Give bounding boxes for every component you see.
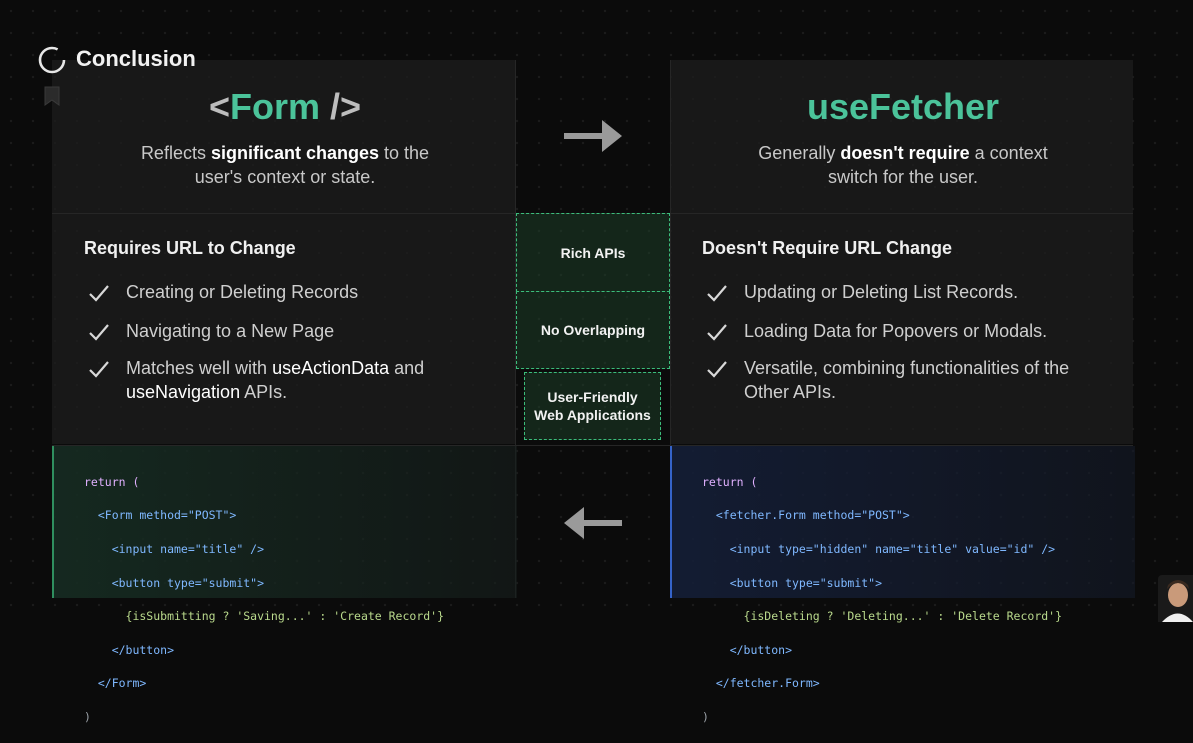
code-line: </fetcher.Form> <box>702 675 1062 692</box>
fetcher-code-block: return ( <fetcher.Form method="POST"> <i… <box>702 457 1062 743</box>
code-text: <button type="submit"> <box>84 575 265 590</box>
benefit-box-user-friendly: User-Friendly Web Applications <box>524 372 661 440</box>
list-item: Versatile, combining functionalities of … <box>706 356 1106 404</box>
fetcher-code-panel <box>670 446 1135 598</box>
divider <box>52 445 1133 446</box>
check-icon <box>88 322 110 342</box>
form-title: <Form /> <box>130 86 440 128</box>
subtitle-bold: doesn't require <box>840 143 970 163</box>
subtitle-text: a context switch for the user. <box>827 143 1048 187</box>
presenter-avatar <box>1158 575 1193 622</box>
check-icon <box>706 359 728 379</box>
code-line: {isSubmitting ? 'Saving...' : 'Create Re… <box>84 608 445 625</box>
subtitle-bold: significant changes <box>210 143 380 163</box>
code-text: ) <box>84 709 91 724</box>
api-name: useActionData <box>272 358 390 378</box>
title-bracket: < <box>208 86 230 127</box>
code-line: ) <box>702 709 1062 726</box>
right-top-panel <box>670 60 1133 213</box>
loading-circle-icon <box>38 46 66 74</box>
subtitle-text: to the user's context or state. <box>194 143 430 187</box>
code-line: ) <box>84 709 444 726</box>
code-line: </button> <box>84 642 444 659</box>
list-item: Loading Data for Popovers or Modals. <box>706 319 1106 343</box>
text-segment: APIs. <box>240 382 288 402</box>
left-section-title: Requires URL to Change <box>84 238 296 258</box>
bookmark-icon[interactable] <box>44 86 60 106</box>
subtitle-text: Reflects <box>140 143 211 163</box>
text-segment: and <box>389 358 425 378</box>
benefit-box-rich-apis: Rich APIs <box>516 213 670 292</box>
divider <box>515 60 516 598</box>
list-item-text: Updating or Deleting List Records. <box>744 282 1019 302</box>
code-text: <fetcher.Form method="POST"> <box>702 508 910 523</box>
right-section-title: Doesn't Require URL Change <box>702 238 952 258</box>
code-text: {isSubmitting ? 'Saving...' : 'Create Re… <box>84 609 445 624</box>
subtitle-text: Generally <box>758 143 841 163</box>
code-line: <fetcher.Form method="POST"> <box>702 507 1062 524</box>
list-item-text: Matches well with useActionData and useN… <box>126 356 466 404</box>
list-item: Matches well with useActionData and useN… <box>88 356 488 404</box>
list-item: Creating or Deleting Records <box>88 280 488 304</box>
right-feature-list: Updating or Deleting List Records. Loadi… <box>706 280 1106 419</box>
usefetcher-subtitle: Generally doesn't require a context swit… <box>738 141 1068 189</box>
left-middle-panel <box>52 214 515 444</box>
code-line: {isDeleting ? 'Deleting...' : 'Delete Re… <box>702 608 1063 625</box>
code-text: </Form> <box>84 676 147 691</box>
code-text: <Form method="POST"> <box>84 508 237 523</box>
code-text: </button> <box>702 642 793 657</box>
code-line: </Form> <box>84 675 444 692</box>
list-item-text: Creating or Deleting Records <box>126 282 359 302</box>
code-text: <input name="title" /> <box>84 541 265 556</box>
check-icon <box>88 359 110 379</box>
slide-title: Conclusion <box>76 46 196 71</box>
code-line: </button> <box>702 642 1062 659</box>
text-segment: Matches well with <box>126 358 273 378</box>
usefetcher-title: useFetcher <box>806 86 1000 127</box>
right-middle-panel <box>670 214 1133 444</box>
arrow-left-icon <box>562 503 624 548</box>
code-line: <button type="submit"> <box>702 575 1062 592</box>
form-code-block: return ( <Form method="POST"> <input nam… <box>84 457 444 743</box>
code-line: return ( <box>702 474 1062 491</box>
list-item-text: Versatile, combining functionalities of … <box>744 358 1070 402</box>
code-text: <input type="hidden" name="title" value=… <box>702 541 1056 556</box>
list-item-text: Loading Data for Popovers or Modals. <box>744 321 1048 341</box>
code-text: {isDeleting ? 'Deleting...' : 'Delete Re… <box>702 609 1063 624</box>
list-item-text: Navigating to a New Page <box>126 321 335 341</box>
left-top-panel <box>52 60 515 213</box>
code-text: </button> <box>84 642 175 657</box>
benefit-box-no-overlapping: No Overlapping <box>516 291 670 369</box>
code-line: <button type="submit"> <box>84 575 444 592</box>
slide-header: Conclusion <box>38 46 196 74</box>
code-text: </fetcher.Form> <box>702 676 820 691</box>
arrow-right-icon <box>562 116 624 161</box>
left-feature-list: Creating or Deleting Records Navigating … <box>88 280 488 419</box>
code-line: <input name="title" /> <box>84 541 444 558</box>
check-icon <box>706 283 728 303</box>
code-line: return ( <box>84 474 444 491</box>
list-item: Navigating to a New Page <box>88 319 488 343</box>
code-text: return ( <box>702 474 758 489</box>
code-line: <input type="hidden" name="title" value=… <box>702 541 1062 558</box>
code-line: <Form method="POST"> <box>84 507 444 524</box>
code-text: return ( <box>84 474 140 489</box>
divider <box>670 60 671 598</box>
api-name: useNavigation <box>126 382 241 402</box>
code-text: <button type="submit"> <box>702 575 883 590</box>
form-code-panel <box>52 446 517 598</box>
title-tag-name: Form <box>230 86 320 127</box>
check-icon <box>706 322 728 342</box>
form-subtitle: Reflects significant changes to the user… <box>120 141 450 189</box>
list-item: Updating or Deleting List Records. <box>706 280 1106 304</box>
check-icon <box>88 283 110 303</box>
title-bracket: /> <box>320 86 362 127</box>
code-text: ) <box>702 709 709 724</box>
